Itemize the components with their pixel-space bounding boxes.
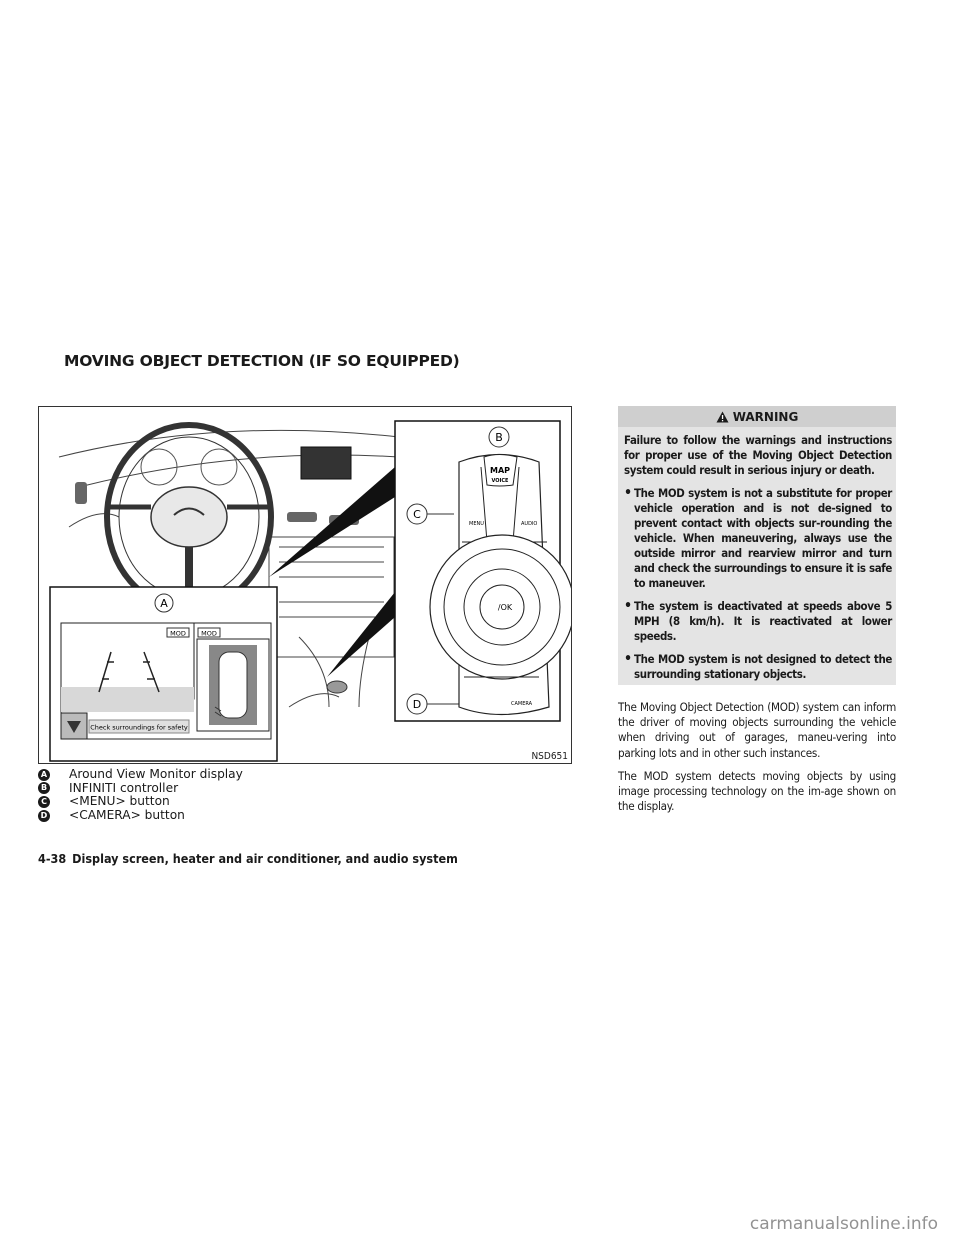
mod-badge-1: MOD [170, 630, 186, 638]
callout-a: A [160, 597, 168, 610]
warning-box: WARNING Failure to follow the warnings a… [618, 406, 896, 685]
legend-text: <MENU> button [69, 794, 170, 809]
figure-legend: A Around View Monitor display B INFINITI c… [38, 767, 243, 823]
warning-icon [716, 411, 729, 422]
mod-badge-2: MOD [201, 630, 217, 638]
camera-label: CAMERA [511, 701, 533, 707]
warning-bullet-text: The system is deactivated at speeds abov… [634, 599, 892, 643]
legend-badge: B [38, 782, 50, 795]
body-paragraph: The MOD system detects moving objects by… [618, 768, 896, 814]
map-label: MAP [490, 466, 510, 475]
body-paragraph: The Moving Object Detection (MOD) system… [618, 700, 896, 760]
voice-label: VOICE [492, 478, 510, 484]
page-number: 4-38 [38, 851, 67, 866]
legend-item: A Around View Monitor display [38, 767, 243, 782]
steering-wheel [104, 422, 274, 612]
legend-text: <CAMERA> button [69, 807, 185, 822]
warning-title: WARNING [732, 409, 799, 424]
callout-b: B [495, 431, 503, 444]
dashboard-illustration: A MOD MOD Check surroundings for safety … [49, 420, 571, 762]
callout-c: C [413, 508, 421, 521]
warning-body: Failure to follow the warnings and instr… [618, 427, 896, 682]
legend-badge: A [38, 768, 50, 781]
ok-label: /OK [498, 603, 513, 612]
footer-title: Display screen, heater and air condition… [72, 851, 458, 866]
callout-d: D [413, 698, 421, 711]
nav-screen [300, 446, 352, 480]
figure: A MOD MOD Check surroundings for safety … [38, 406, 572, 764]
section-title: MOVING OBJECT DETECTION (IF SO EQUIPPED) [64, 352, 460, 370]
legend-item: B INFINITI controller [38, 780, 243, 796]
legend-item: C <MENU> button [38, 795, 243, 809]
legend-item: D <CAMERA> button [38, 807, 243, 823]
page-footer: 4-38 Display screen, heater and air condi… [38, 851, 458, 866]
legend-badge: D [38, 809, 50, 822]
legend-text: INFINITI controller [69, 780, 179, 795]
watermark: carmanualsonline.info [749, 1214, 938, 1234]
warning-bullet: •The MOD system is not a substitute for … [624, 485, 892, 590]
legend-text: Around View Monitor display [69, 767, 243, 781]
warning-header: WARNING [618, 406, 896, 427]
warning-bullet-text: The MOD system is not a substitute for p… [634, 486, 892, 590]
legend-badge: C [38, 795, 50, 808]
warning-bullet-text: The MOD system is not designed to detect… [634, 652, 892, 681]
safety-message: Check surroundings for safety [90, 724, 188, 732]
menu-label: MENU [469, 521, 484, 527]
warning-intro: Failure to follow the warnings and instr… [624, 433, 892, 477]
audio-label: AUDIO [521, 521, 537, 527]
warning-bullet: •The system is deactivated at speeds abo… [624, 598, 892, 643]
figure-code: NSD651 [531, 751, 568, 762]
warning-bullet: •The MOD system is not designed to detec… [624, 651, 892, 681]
body-text: The Moving Object Detection (MOD) system… [618, 700, 896, 822]
